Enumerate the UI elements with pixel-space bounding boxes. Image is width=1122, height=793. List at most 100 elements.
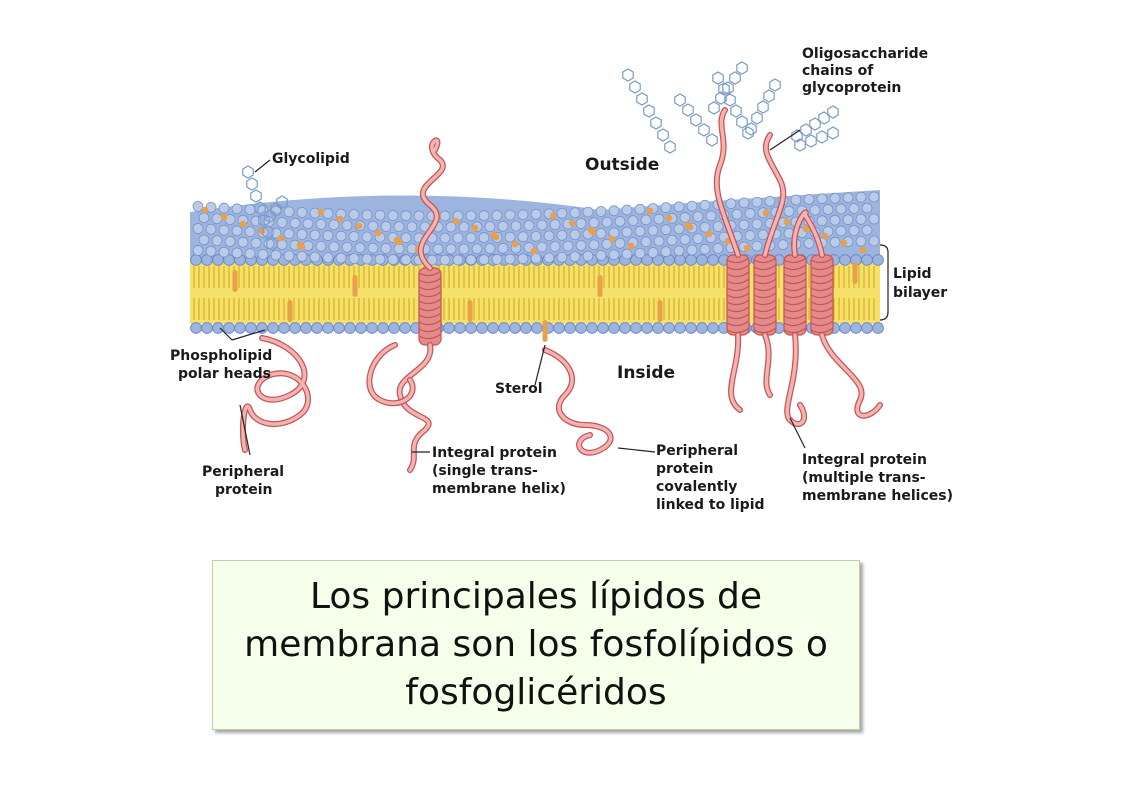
phospholipid-head — [588, 217, 600, 229]
phospholipid-head — [309, 251, 321, 263]
phospholipid-head — [601, 238, 613, 250]
phospholipid-head — [630, 322, 642, 334]
phospholipid-head — [543, 230, 555, 242]
phospholipid-head — [803, 238, 815, 249]
sterol — [657, 300, 663, 322]
phospholipid-head — [328, 219, 340, 231]
helix-turn — [810, 292, 834, 299]
label-integral-single-line: membrane helix) — [432, 481, 566, 497]
sugar-ring — [674, 93, 686, 107]
phospholipid-head — [498, 322, 510, 334]
helix-turn — [810, 299, 834, 306]
phospholipid-head — [443, 322, 455, 334]
phospholipid-head — [608, 205, 620, 217]
sugar-ring — [643, 104, 655, 118]
integral-multi-loop-bottom2-highlight — [763, 333, 772, 397]
helix-turn — [810, 257, 834, 264]
phospholipid-head — [322, 208, 334, 219]
label-peripheral-lipid-line: covalently — [656, 479, 737, 495]
phospholipid-head — [861, 224, 873, 236]
phospholipid-head — [738, 197, 750, 209]
phospholipid-head — [296, 251, 308, 262]
sugar-ring — [769, 78, 781, 92]
sugar-ring — [270, 202, 282, 216]
sterol-dot — [355, 222, 363, 230]
sugar-ring — [818, 111, 830, 125]
phospholipid-head — [855, 235, 867, 247]
phospholipid-head — [270, 249, 282, 261]
sterol-dot — [665, 214, 673, 222]
phospholipid-head — [647, 247, 659, 258]
phospholipid-head — [192, 245, 204, 256]
phospholipid-head — [283, 206, 295, 218]
helix-turn — [810, 313, 834, 320]
sterol-dot — [684, 221, 692, 229]
sugar-ring — [650, 116, 662, 130]
helix-turn — [783, 285, 807, 292]
helix-turn — [753, 257, 777, 264]
phospholipid-head — [244, 248, 256, 260]
phospholipid-head — [582, 250, 594, 262]
phospholipid-head — [673, 223, 685, 235]
helix-turn — [418, 326, 442, 333]
sterol-dot — [239, 220, 247, 228]
helix-turn — [753, 278, 777, 285]
phospholipid-head — [445, 221, 457, 233]
sugar-ring — [715, 91, 727, 105]
phospholipid-head — [487, 322, 499, 334]
sterol-dot — [627, 242, 635, 250]
helix-turn — [783, 271, 807, 278]
phospholipid-head — [517, 209, 529, 221]
phospholipid-head — [809, 204, 821, 216]
phospholipid-head — [699, 221, 711, 233]
phospholipid-head — [829, 214, 841, 226]
sugar-ring — [809, 117, 821, 131]
label-peripheral-lipid-line: Peripheral — [656, 443, 738, 459]
label-outside: Outside — [585, 155, 659, 175]
phospholipid-head — [335, 230, 347, 242]
phospholipid-head — [674, 322, 686, 334]
phospholipid-head — [556, 251, 568, 263]
sugar-ring — [791, 129, 803, 143]
phospholipid-head — [530, 252, 542, 264]
phospholipid-head — [341, 219, 353, 231]
phospholipid-head — [374, 209, 386, 221]
phospholipid-head — [614, 216, 626, 227]
phospholipid-head — [679, 212, 691, 223]
sterol-dot — [490, 231, 498, 239]
phospholipid-head — [575, 218, 587, 229]
phospholipid-head — [790, 194, 802, 206]
sterol-dot — [705, 230, 713, 238]
sterol-dot — [201, 206, 209, 214]
phospholipid-head — [377, 322, 389, 334]
phospholipid-head — [842, 192, 854, 204]
phospholipid-head — [647, 225, 659, 236]
sterol — [597, 275, 603, 297]
sugar-ring — [757, 100, 769, 114]
phospholipid-head — [491, 254, 503, 265]
label-oligosaccharide-line: chains of — [802, 63, 874, 79]
helix-turn — [783, 278, 807, 285]
phospholipid-head — [588, 239, 600, 251]
sterol-dot — [471, 224, 479, 232]
label-integral-multiple-line: (multiple trans- — [802, 470, 926, 486]
phospholipid-head — [575, 322, 587, 334]
sterol-dot — [511, 240, 519, 248]
helix-turn — [753, 264, 777, 271]
phospholipid-head — [861, 254, 873, 266]
phospholipid-head — [660, 202, 672, 214]
integral-multi-loop-top3-highlight — [792, 210, 824, 257]
sterol — [352, 275, 358, 297]
phospholipid-head — [245, 322, 257, 334]
phospholipid-head — [608, 322, 620, 334]
helix-turn — [418, 270, 442, 277]
helix-turn — [783, 306, 807, 313]
phospholipid-head — [283, 228, 295, 240]
phospholipid-head — [348, 231, 360, 242]
phospholipid-head — [367, 242, 379, 254]
phospholipid-head — [267, 322, 279, 334]
label-peripheral-protein-line: protein — [215, 482, 273, 498]
phospholipid-head — [244, 226, 256, 238]
